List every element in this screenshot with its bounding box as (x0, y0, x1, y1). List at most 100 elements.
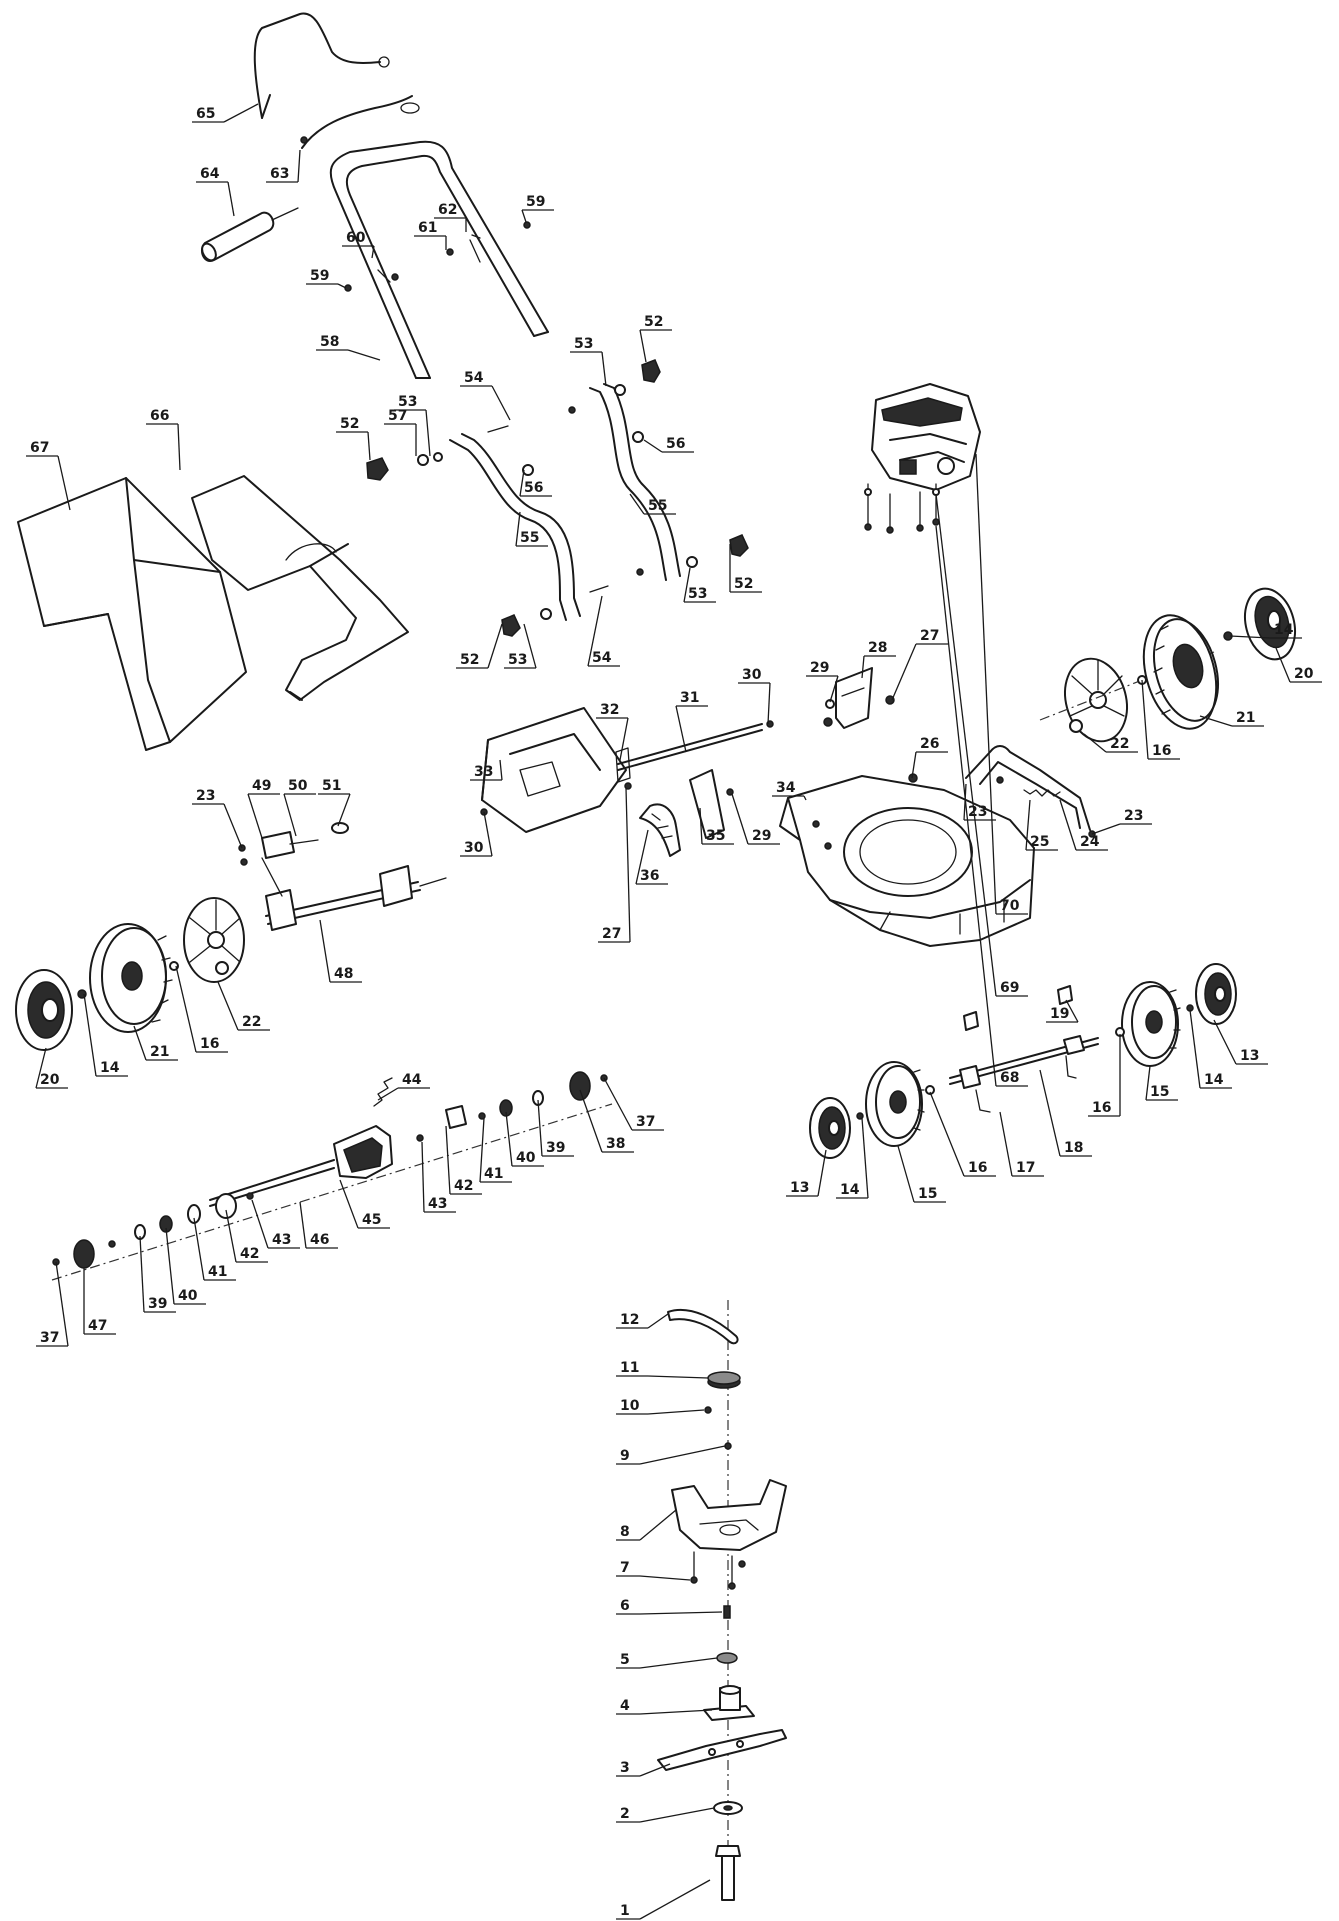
callout-leader (57, 455, 71, 511)
callout-leader (817, 1149, 827, 1197)
callout-leader (639, 1575, 691, 1581)
callout-leader (1025, 799, 1031, 851)
callout-41: 41 (193, 1217, 236, 1281)
callout-3: 3 (616, 1760, 671, 1777)
callout-leader (223, 103, 259, 123)
callout-8: 8 (616, 1509, 677, 1541)
callout-number: 37 (636, 1114, 655, 1130)
callout-number: 13 (1240, 1048, 1259, 1064)
callout-number: 41 (484, 1166, 503, 1182)
callout-number: 43 (272, 1232, 291, 1248)
callout-leader (639, 1879, 711, 1920)
handle-bolts-54 (487, 406, 644, 593)
callout-leader (731, 793, 749, 845)
callout-leader (499, 759, 503, 781)
callout-leader (165, 1227, 175, 1305)
height-bracket-28 (823, 667, 895, 729)
callout-30: 30 (738, 667, 771, 725)
callout-40: 40 (165, 1227, 206, 1305)
washers-53-56-57 (417, 384, 698, 620)
callout-10: 10 (616, 1398, 705, 1415)
callout-leader (225, 1209, 237, 1263)
callout-number: 22 (1110, 736, 1129, 752)
callout-number: 14 (1204, 1072, 1224, 1088)
callout-leader (1213, 1019, 1237, 1065)
callout-number: 54 (592, 650, 612, 666)
callout-leader (1229, 635, 1271, 639)
callout-14: 14 (83, 993, 128, 1077)
callout-leader (367, 431, 371, 461)
callout-23: 23 (1091, 808, 1152, 835)
callout-leader (829, 675, 839, 703)
callout-35: 35 (699, 807, 734, 845)
callout-number: 35 (706, 828, 725, 844)
callout-leader (319, 919, 331, 983)
callout-number: 41 (208, 1264, 227, 1280)
callout-leader (699, 807, 703, 845)
callout-leader (523, 623, 537, 669)
callout-20: 20 (1275, 647, 1322, 683)
callout-21: 21 (1199, 710, 1264, 727)
callout-leader (337, 793, 351, 827)
callout-number: 57 (388, 408, 407, 424)
callout-46: 46 (299, 1201, 338, 1249)
callout-number: 52 (734, 576, 753, 592)
callout-leader (247, 793, 263, 839)
callout-leader (1059, 799, 1077, 851)
spacer-6-washer-5 (716, 1605, 738, 1664)
blade-3 (657, 1729, 787, 1771)
callout-leader (217, 981, 239, 1031)
callout-leader (647, 1375, 709, 1379)
callout-number: 29 (752, 828, 771, 844)
callout-leader (629, 493, 645, 515)
callout-number: 5 (620, 1652, 630, 1668)
callout-38: 38 (579, 1089, 634, 1153)
callout-60: 60 (342, 230, 375, 259)
washer-2 (713, 1801, 743, 1815)
callout-54: 54 (587, 595, 620, 667)
callout-leader (487, 623, 503, 669)
callout-number: 18 (1064, 1140, 1083, 1156)
callout-number: 17 (1016, 1160, 1035, 1176)
callout-leader (891, 643, 917, 701)
callout-number: 26 (920, 736, 939, 752)
callout-50: 50 (283, 778, 316, 837)
callout-42: 42 (445, 1125, 482, 1195)
callout-42: 42 (225, 1209, 268, 1263)
wheel-cap-22-left (183, 897, 245, 983)
callout-number: 39 (546, 1140, 565, 1156)
callout-leader (999, 1111, 1013, 1177)
callout-52: 52 (336, 416, 371, 461)
callout-24: 24 (1059, 799, 1108, 851)
callout-leader (1145, 1065, 1151, 1101)
wheel-21-right (1137, 614, 1219, 730)
callout-number: 2 (620, 1806, 630, 1822)
callout-number: 50 (288, 778, 308, 794)
callout-33: 33 (470, 759, 503, 781)
callout-number: 36 (640, 868, 659, 884)
callout-leader (175, 965, 197, 1053)
front-wheel-15-right (1121, 981, 1181, 1067)
callout-number: 8 (620, 1524, 630, 1540)
callout-leader (223, 803, 243, 849)
callout-number: 14 (1274, 622, 1294, 638)
callout-leader (519, 469, 525, 497)
callout-number: 16 (968, 1160, 987, 1176)
callout-12: 12 (616, 1312, 669, 1329)
callout-number: 53 (508, 652, 527, 668)
callout-leader (371, 245, 375, 259)
callout-53: 53 (570, 336, 607, 387)
callout-number: 55 (520, 530, 539, 546)
callout-number: 67 (30, 440, 49, 456)
blade-holder-4 (703, 1685, 755, 1721)
callout-number: 16 (200, 1036, 219, 1052)
rear-axle-24-25-26 (908, 745, 1096, 838)
callout-52: 52 (729, 544, 762, 593)
callout-6: 6 (616, 1598, 723, 1615)
callout-number: 10 (620, 1398, 640, 1414)
callout-14: 14 (1229, 622, 1302, 639)
callout-15: 15 (897, 1145, 946, 1203)
callout-leader (635, 829, 649, 885)
callout-21: 21 (133, 1025, 178, 1061)
callout-number: 30 (464, 840, 484, 856)
